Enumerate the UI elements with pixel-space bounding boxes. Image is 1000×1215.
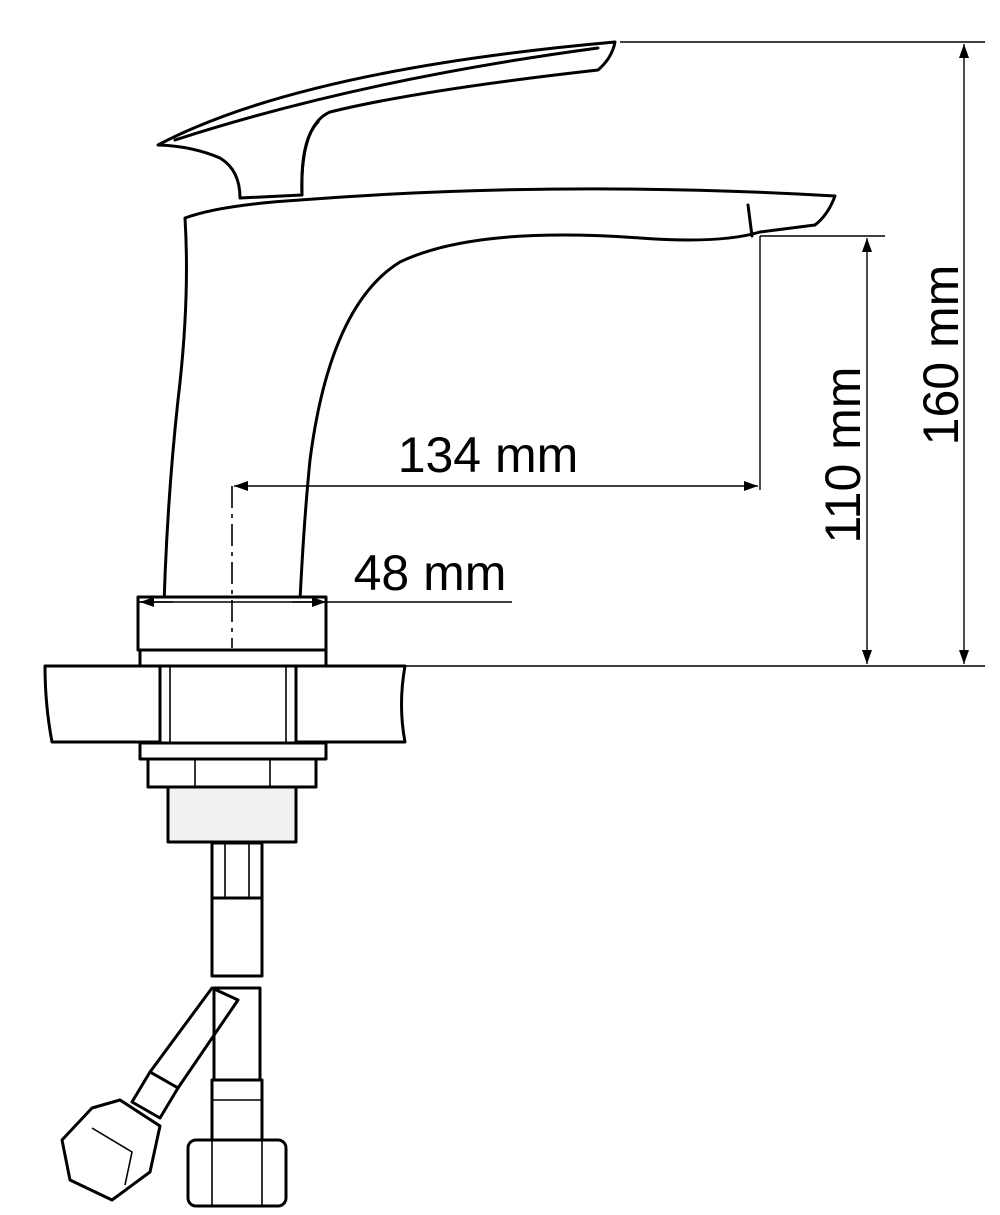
shank <box>158 664 298 745</box>
hose-nut-right <box>186 1138 288 1208</box>
hose-crimp-top <box>210 841 264 900</box>
base-diameter-label: 48 mm <box>354 545 507 601</box>
countertop-right-slab <box>293 664 407 744</box>
lever-handle <box>156 40 617 200</box>
dimension-spout-height: 110 mm <box>760 235 885 664</box>
countertop <box>43 664 407 744</box>
lock-nut <box>146 757 318 789</box>
dimension-spout-reach: 134 mm <box>234 236 761 491</box>
supply-hoses <box>60 841 288 1208</box>
threaded-shank <box>166 785 298 844</box>
overall-height-label: 160 mm <box>913 265 969 446</box>
hose-braid-upper <box>210 896 264 978</box>
spout-height-label: 110 mm <box>815 367 871 544</box>
mounting-assembly <box>136 595 328 844</box>
spout-reach-label: 134 mm <box>398 427 579 483</box>
dimension-base-diameter: 48 mm <box>138 545 512 607</box>
faucet-body <box>161 187 837 650</box>
countertop-left-slab <box>43 664 162 744</box>
hose-braid-left <box>148 986 240 1090</box>
dimension-overall-height: 160 mm <box>405 41 985 667</box>
hose-nut-left <box>60 1098 162 1202</box>
